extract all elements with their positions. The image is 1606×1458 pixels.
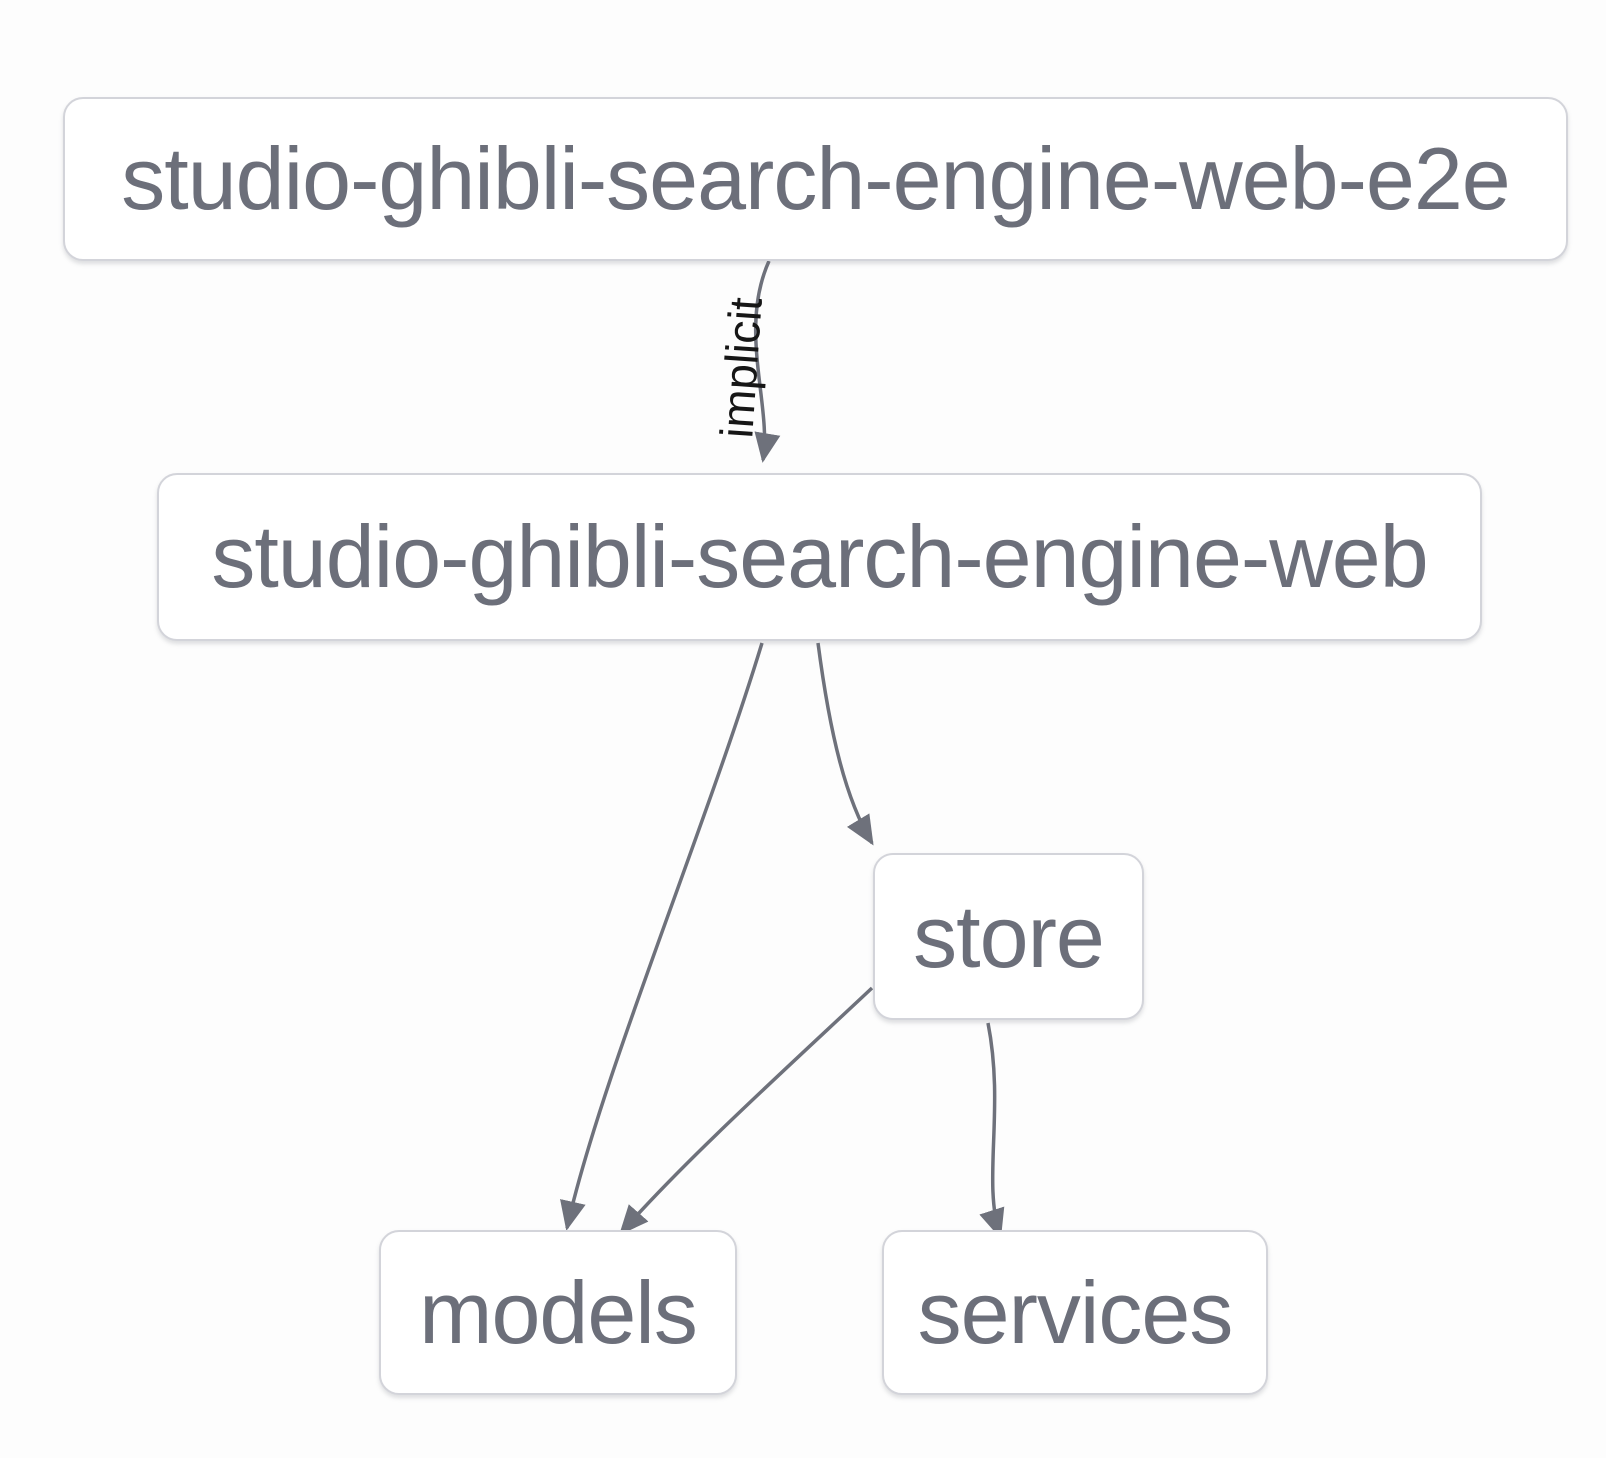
edge-web-to-store [816,642,874,846]
edge-web-to-models [560,642,764,1231]
node-label: studio-ghibli-search-engine-web [211,507,1428,606]
node-label: services [917,1262,1234,1362]
edge-store-to-services [979,1022,1005,1239]
edge-e2e-to-web [753,260,781,463]
node-services[interactable]: services [882,1230,1268,1395]
node-models[interactable]: models [379,1230,737,1395]
edge-store-to-models [619,986,874,1236]
node-label: store [913,886,1105,986]
node-studio-ghibli-search-engine-web-e2e[interactable]: studio-ghibli-search-engine-web-e2e [63,97,1568,261]
node-label: studio-ghibli-search-engine-web-e2e [121,129,1510,228]
node-label: models [419,1262,698,1362]
node-store[interactable]: store [873,853,1144,1020]
node-studio-ghibli-search-engine-web[interactable]: studio-ghibli-search-engine-web [157,473,1482,641]
